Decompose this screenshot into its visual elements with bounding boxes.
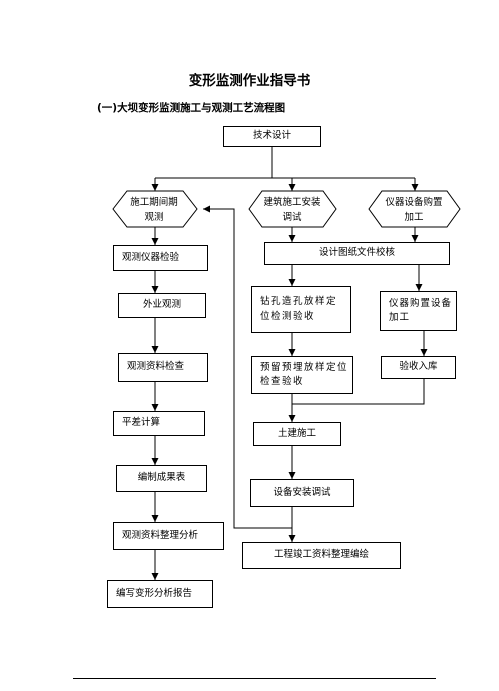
- hexagon-left-branch: [112, 190, 198, 228]
- hexagon-label-right: 仪器设备购置加工: [385, 197, 443, 224]
- flow-step-acceptance: 验收入库: [381, 356, 456, 379]
- flow-step-data-analysis: 观测资料整理分析: [113, 522, 224, 550]
- flow-step-civil-construction: 土建施工: [253, 422, 341, 446]
- flow-step-embedded: 预留预埋放样定位检查验收: [251, 356, 353, 394]
- document-subtitle: (一)大坝变形监测施工与观测工艺流程图: [97, 102, 286, 114]
- flow-step-equipment-installation: 设备安装调试: [250, 479, 354, 507]
- flow-step-adjustment: 平差计算: [113, 411, 205, 436]
- flow-step-report: 编写变形分析报告: [107, 580, 213, 608]
- flow-step-technical-design: 技术设计: [223, 126, 321, 147]
- hexagon-right-branch: [368, 190, 461, 228]
- hexagon-label-middle: 建筑施工安装调试: [263, 197, 321, 224]
- flow-step-data-check: 观测资料检查: [118, 353, 208, 382]
- flow-step-field-observation: 外业观测: [118, 293, 206, 318]
- hexagon-middle-branch: [248, 190, 337, 228]
- document-title: 变形监测作业指导书: [188, 73, 311, 89]
- flow-step-instrument-check: 观测仪器检验: [113, 245, 208, 271]
- connector-acceptance-to-civil: [292, 379, 425, 405]
- flow-step-archive: 工程竣工资料整理编绘: [242, 542, 401, 569]
- flow-step-purchase: 仪器购置设备加工: [380, 291, 457, 331]
- flow-step-drilling: 钻孔造孔放样定位检测验收: [251, 286, 351, 333]
- flow-step-results-table: 编制成果表: [116, 465, 207, 492]
- footer-rule: [73, 678, 436, 679]
- flow-step-drawing-review: 设计图纸文件校核: [264, 242, 450, 265]
- arrow-feedback-to-left-branch: [203, 205, 293, 529]
- hexagon-label-left: 施工期间期观测: [130, 197, 178, 224]
